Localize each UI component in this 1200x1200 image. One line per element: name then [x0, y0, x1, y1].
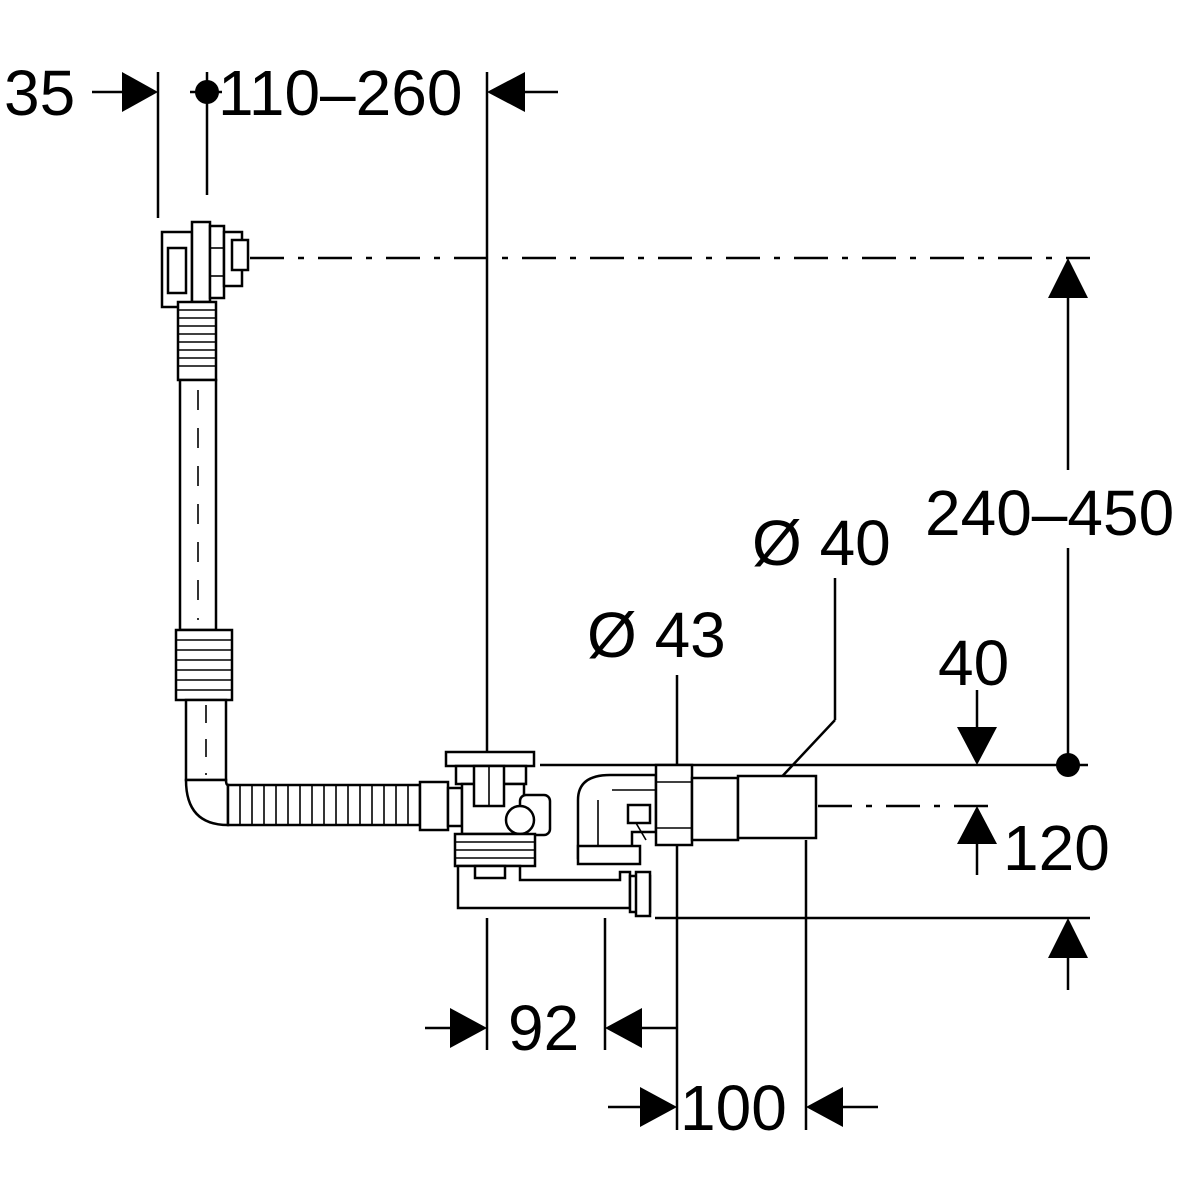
connection-hose: [226, 780, 464, 832]
dim-outlet-height: 120: [1003, 812, 1110, 884]
dim-top-left-offset: 35: [4, 57, 75, 129]
dim-top-range: 110–260: [218, 57, 462, 129]
arrow-right-icon: [450, 1008, 487, 1048]
arrow-up-icon: [957, 806, 997, 844]
arrow-left-icon: [806, 1087, 843, 1127]
arrow-left-icon: [487, 72, 525, 112]
dim-height-range: 240–450: [925, 477, 1174, 549]
dim-trap-width: 92: [508, 992, 579, 1064]
extension-lines: [92, 72, 1090, 1130]
arrow-right-icon: [122, 72, 158, 112]
reference-dot-right: [1056, 753, 1080, 777]
dim-outlet-width: 100: [680, 1072, 787, 1144]
arrow-right-icon: [640, 1087, 677, 1127]
waste-trap-body: [444, 750, 652, 918]
arrow-down-icon: [957, 727, 997, 765]
arrow-left-icon: [605, 1008, 642, 1048]
dimension-arrows: [122, 72, 1088, 1127]
dim-outlet-diameter: Ø 40: [752, 507, 891, 579]
arrow-up-icon: [1048, 918, 1088, 958]
dimension-labels: 35 110–260 240–450 Ø 40 Ø 43 40 120 92 1…: [4, 57, 1174, 1144]
dim-trap-diameter: Ø 43: [587, 599, 726, 671]
dim-top-gap: 40: [938, 627, 1009, 699]
outlet-pipe: [576, 763, 818, 866]
overflow-head: [160, 220, 250, 309]
overflow-pipe: [174, 300, 234, 827]
arrow-up-icon: [1048, 258, 1088, 298]
